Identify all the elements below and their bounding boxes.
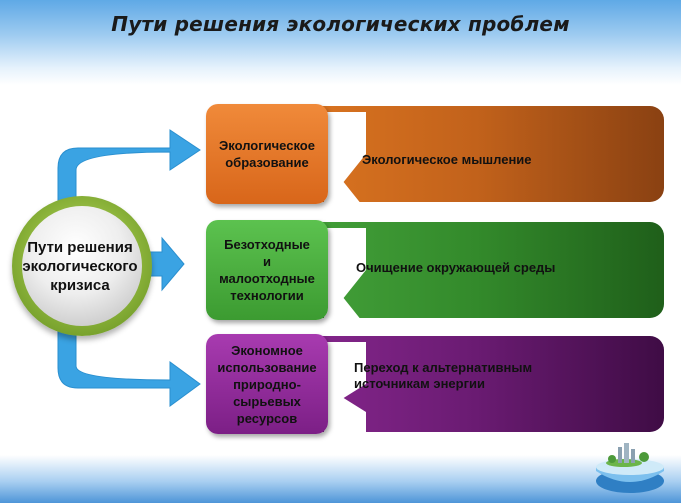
hub-center: Пути решения экологического кризиса xyxy=(22,206,142,326)
row-2-notch xyxy=(324,228,366,320)
row-3-notch xyxy=(324,342,366,434)
arrow-to-row-2 xyxy=(149,236,185,292)
row-2-description: Очищение окружающей среды xyxy=(356,260,556,275)
arrow-to-row-1 xyxy=(57,129,201,217)
row-3-box-label: Экономное использование природно- сырьев… xyxy=(217,342,317,426)
row-3: Экономное использование природно- сырьев… xyxy=(206,334,666,434)
arrow-to-row-3 xyxy=(57,317,201,407)
row-3-box: Экономное использование природно- сырьев… xyxy=(206,334,328,434)
row-2-box-label: Безотходные и малоотходные технологии xyxy=(219,237,315,303)
row-2: Безотходные и малоотходные технологии Оч… xyxy=(206,220,666,320)
row-1-description: Экологическое мышление xyxy=(362,152,532,167)
hub-circle: Пути решения экологического кризиса xyxy=(12,196,152,336)
header-band xyxy=(0,0,681,85)
hub-label: Пути решения экологического кризиса xyxy=(22,238,138,294)
row-1-box-label: Экологическое образование xyxy=(219,138,315,170)
row-2-box: Безотходные и малоотходные технологии xyxy=(206,220,328,320)
row-1-box: Экологическое образование xyxy=(206,104,328,204)
page-title: Пути решения экологических проблем xyxy=(111,12,570,36)
eco-globe-icon xyxy=(596,443,664,493)
row-1: Экологическое образование Экологическое … xyxy=(206,104,666,204)
footer-band xyxy=(0,455,681,503)
row-1-notch xyxy=(324,112,366,204)
row-3-description: Переход к альтернативным источникам энер… xyxy=(354,360,533,391)
